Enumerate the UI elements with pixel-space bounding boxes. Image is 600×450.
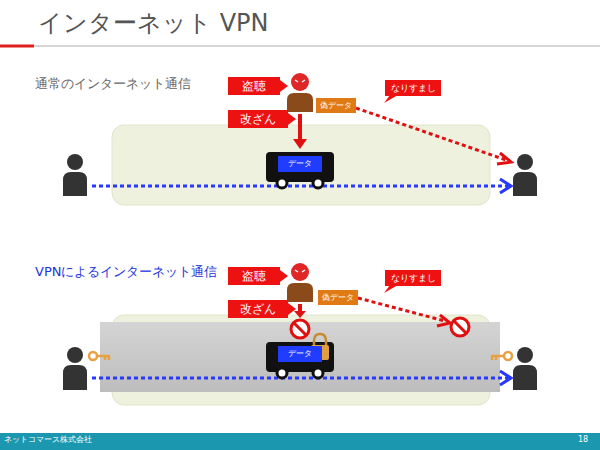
data-flow	[92, 185, 508, 188]
lock-shackle	[314, 334, 326, 346]
prohibited-sign	[291, 320, 309, 338]
section-heading: VPNによるインターネット通信	[35, 265, 217, 279]
box-text: 盗聴	[242, 270, 266, 282]
callout-pointer	[288, 113, 296, 125]
callout-pointer	[384, 95, 398, 103]
arrow-head	[500, 179, 511, 193]
callout-box: 改ざん	[228, 300, 288, 318]
arrow-head	[500, 371, 511, 385]
bus-wheel	[313, 178, 323, 188]
spoof-flow	[356, 108, 506, 160]
person-head	[67, 154, 83, 170]
fake-data-box: 偽データ	[316, 98, 356, 113]
prohibited-bar	[294, 323, 306, 335]
callout-box: 盗聴	[228, 267, 280, 285]
person-head	[517, 347, 533, 363]
title-accent	[0, 45, 34, 48]
hacker-eyes	[295, 80, 305, 82]
bus-body	[266, 342, 334, 372]
person-head	[517, 154, 533, 170]
bus-body	[266, 152, 334, 182]
callout-pointer	[280, 80, 288, 92]
arrow-head	[437, 315, 450, 326]
box-text: 偽データ	[320, 102, 352, 110]
person-head	[67, 347, 83, 363]
section-heading: 通常のインターネット通信	[35, 77, 191, 91]
prohibited-ring	[291, 320, 309, 338]
callout-pointer	[288, 303, 296, 315]
arrow-head	[294, 311, 306, 318]
box-text: 改ざん	[240, 303, 276, 315]
tamper-arrow	[298, 114, 302, 140]
data-screen: データ	[278, 346, 322, 362]
box-text: なりすまし	[391, 84, 436, 93]
callout-pointer	[384, 285, 398, 293]
key-blade	[97, 356, 110, 360]
bus-wheel	[313, 368, 323, 378]
page-number: 18	[578, 436, 588, 445]
hacker-body	[287, 283, 313, 302]
data-flow	[92, 377, 508, 380]
callout-box: なりすまし	[385, 80, 441, 96]
key-icon	[491, 352, 512, 360]
key-bow	[89, 352, 97, 360]
arrow-head	[497, 153, 511, 164]
title-rule	[0, 45, 600, 47]
person-body	[513, 172, 537, 196]
fake-data-box: 偽データ	[318, 290, 358, 305]
bus-wheel	[277, 368, 287, 378]
box-text: 改ざん	[240, 113, 276, 125]
footer-company: ネットコマース株式会社	[4, 436, 92, 445]
person-body	[63, 365, 87, 390]
prohibited-ring	[451, 318, 469, 336]
hacker-body	[287, 93, 313, 112]
tamper-arrow	[298, 304, 302, 312]
callout-pointer	[280, 270, 288, 282]
hacker-head	[291, 263, 309, 281]
box-text: データ	[288, 350, 312, 358]
spoof-flow	[358, 298, 445, 321]
box-text: なりすまし	[391, 274, 436, 283]
prohibited-sign	[451, 318, 469, 336]
person-body	[513, 365, 537, 390]
callout-box: 改ざん	[228, 110, 288, 128]
hacker-eyes	[295, 270, 305, 272]
footer-bar	[0, 433, 600, 450]
box-text: 偽データ	[322, 294, 354, 302]
callout-box: なりすまし	[385, 270, 441, 286]
data-screen: データ	[278, 156, 322, 172]
slide-title: インターネット VPN	[38, 10, 268, 36]
key-bow	[504, 352, 512, 360]
prohibited-bar	[454, 321, 466, 333]
box-text: 盗聴	[242, 80, 266, 92]
hacker-head	[291, 73, 309, 91]
key-icon	[89, 352, 110, 360]
arrow-head	[293, 139, 307, 149]
key-blade	[491, 356, 504, 360]
person-body	[63, 172, 87, 196]
box-text: データ	[288, 160, 312, 168]
callout-box: 盗聴	[228, 77, 280, 95]
bus-wheel	[277, 178, 287, 188]
